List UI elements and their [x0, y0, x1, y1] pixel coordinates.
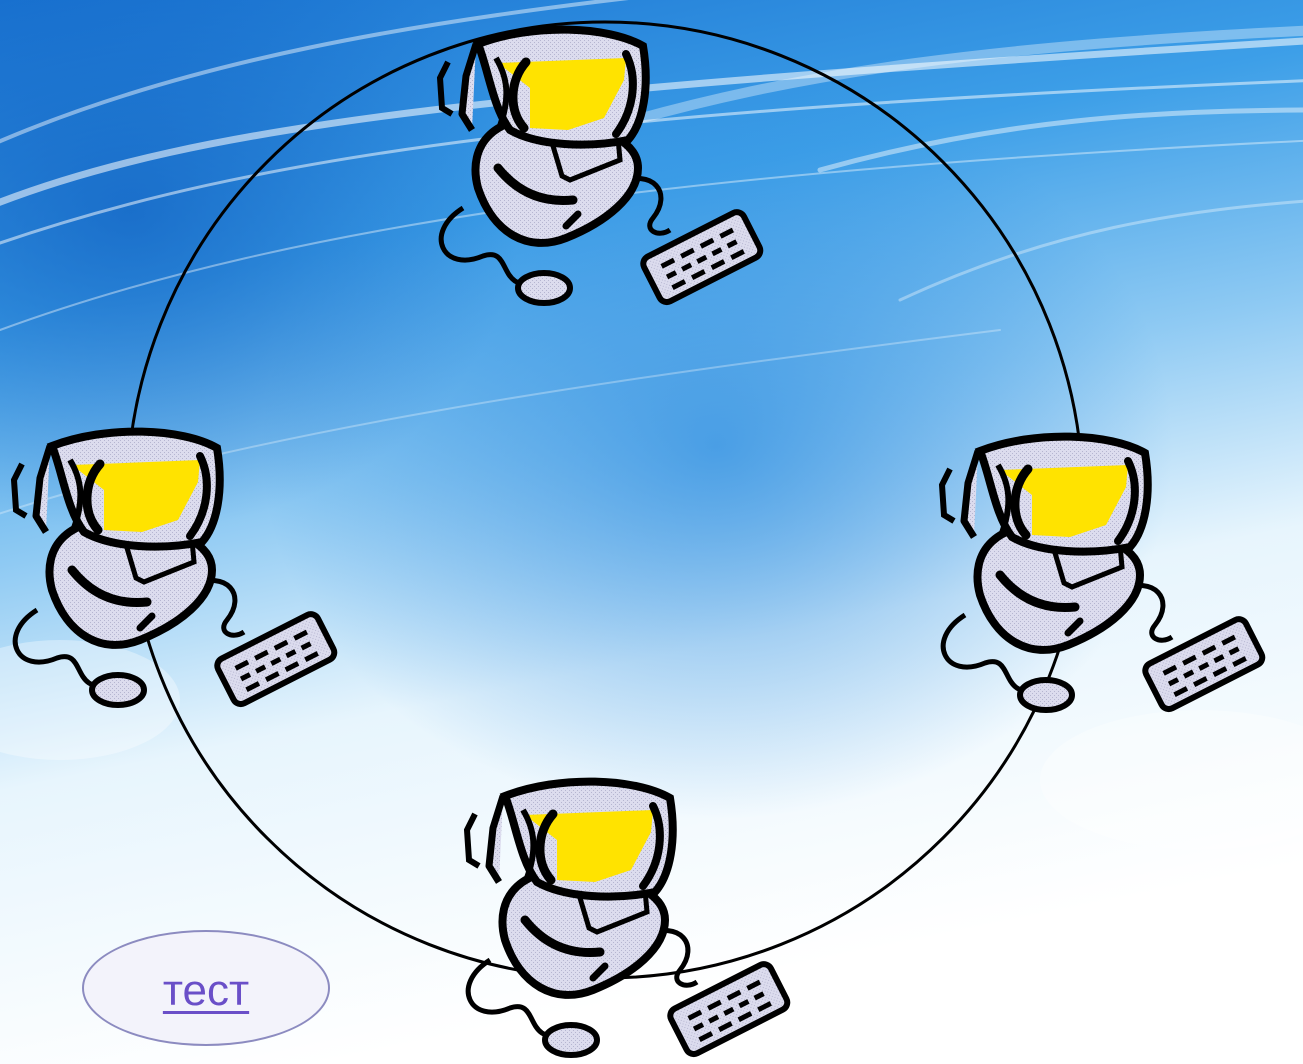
computer-icon [467, 782, 790, 1057]
computer-icon [440, 30, 763, 305]
test-button[interactable]: тест [82, 930, 330, 1046]
test-button-label: тест [162, 966, 250, 1015]
computer-icon [942, 437, 1265, 712]
computer-icon [14, 432, 337, 707]
